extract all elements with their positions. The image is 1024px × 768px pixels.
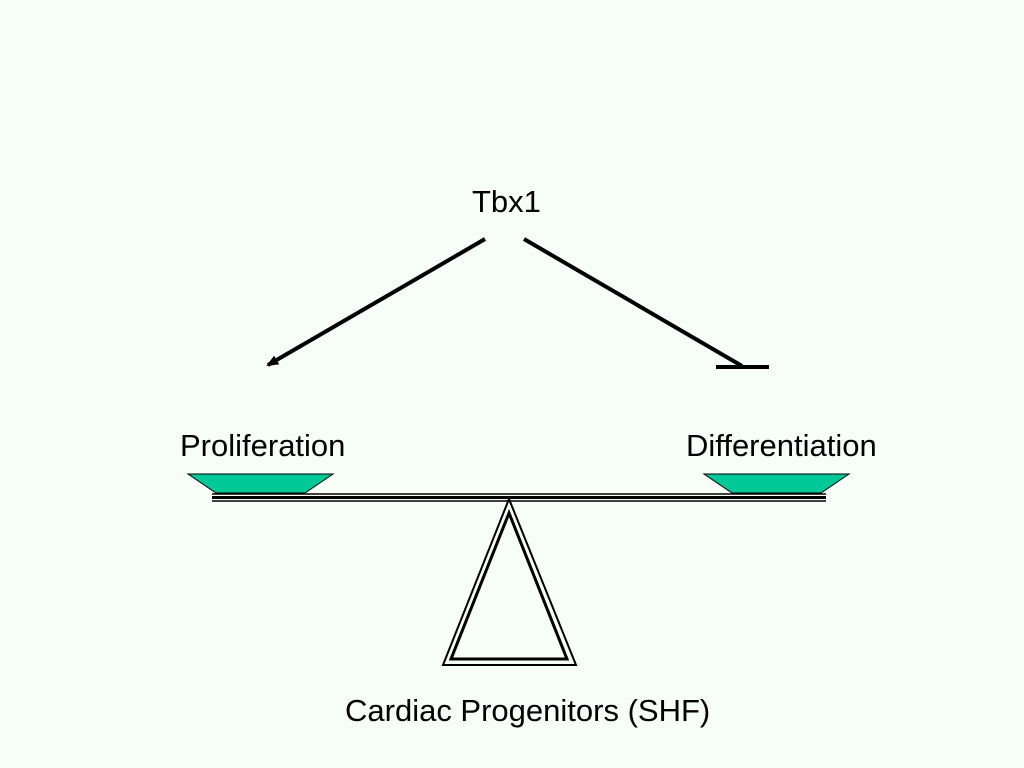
right-scale-pan bbox=[702, 473, 851, 494]
proliferation-label: Proliferation bbox=[180, 428, 346, 463]
regulator-label: Tbx1 bbox=[472, 184, 541, 219]
balance-beam bbox=[212, 493, 826, 502]
base-label: Cardiac Progenitors (SHF) bbox=[345, 693, 711, 728]
fulcrum-triangle bbox=[441, 496, 578, 666]
activation-arrow bbox=[266, 237, 487, 367]
differentiation-label: Differentiation bbox=[686, 428, 877, 463]
left-scale-pan bbox=[186, 473, 335, 494]
inhibition-line bbox=[522, 237, 744, 368]
